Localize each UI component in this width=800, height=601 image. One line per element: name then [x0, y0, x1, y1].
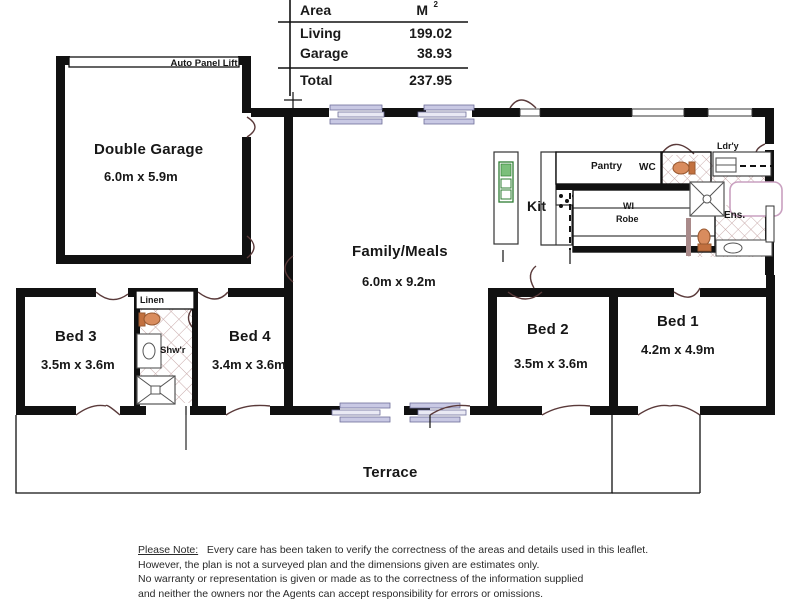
- room-label-shower: Shw'r: [160, 345, 186, 356]
- ensuite-window-icon: [766, 206, 774, 242]
- terrace-outline: [16, 415, 700, 493]
- room-dim-bed4: 3.4m x 3.6m: [212, 357, 286, 372]
- room-label-wc: WC: [639, 162, 656, 173]
- sliding-door-icon: [332, 403, 390, 422]
- kitchen-bench-island: [494, 152, 518, 244]
- note-line-1: Please Note: Every care has been taken t…: [138, 543, 698, 558]
- room-dim-double-garage: 6.0m x 5.9m: [104, 169, 178, 184]
- room-label-ensuite: Ens.: [724, 210, 745, 221]
- room-label-kitchen: Kit: [527, 198, 546, 214]
- room-label-bed3: Bed 3: [55, 328, 97, 345]
- room-dim-family-meals: 6.0m x 9.2m: [362, 274, 436, 289]
- room-label-laundry: Ldr'y: [717, 141, 739, 151]
- cooktop-icon: [499, 162, 513, 202]
- room-label-bed2: Bed 2: [527, 321, 569, 338]
- window-symbols-bottom: [332, 403, 466, 422]
- room-label-family-meals: Family/Meals: [352, 243, 448, 260]
- room-label-terrace: Terrace: [363, 464, 418, 481]
- sliding-door-icon: [418, 105, 474, 124]
- sliding-door-icon: [330, 105, 384, 124]
- bathroom-toilet-icon: [139, 313, 160, 326]
- room-label-bed4: Bed 4: [229, 328, 271, 345]
- room-label-double-garage: Double Garage: [94, 141, 203, 158]
- room-label-linen: Linen: [140, 295, 164, 305]
- room-label-wi-robe-line2: Robe: [616, 214, 639, 224]
- note-prefix: Please Note:: [138, 544, 198, 556]
- ensuite-toilet-icon: [698, 229, 711, 251]
- garage-walls: [56, 56, 251, 264]
- garage-door-label: Auto Panel Lift: [121, 58, 287, 69]
- room-dim-bed3: 3.5m x 3.6m: [41, 357, 115, 372]
- room-dim-bed1: 4.2m x 4.9m: [641, 342, 715, 357]
- laundry-fixtures: [713, 152, 773, 176]
- room-label-bed1: Bed 1: [657, 313, 699, 330]
- note-line-2: However, the plan is not a surveyed plan…: [138, 558, 698, 573]
- note-text-1: Every care has been taken to verify the …: [207, 544, 648, 556]
- disclaimer-note: Please Note: Every care has been taken t…: [138, 543, 698, 601]
- room-label-pantry: Pantry: [591, 161, 622, 172]
- room-label-wi-robe-line1: WI: [623, 201, 634, 211]
- room-dim-bed2: 3.5m x 3.6m: [514, 356, 588, 371]
- towel-rail-icon: [686, 218, 691, 256]
- note-line-3: No warranty or representation is given o…: [138, 572, 698, 587]
- garage-door-arc-icon: [247, 117, 255, 137]
- note-line-4: and neither the owners nor the Agents ca…: [138, 587, 698, 601]
- wc-toilet-icon: [673, 162, 695, 174]
